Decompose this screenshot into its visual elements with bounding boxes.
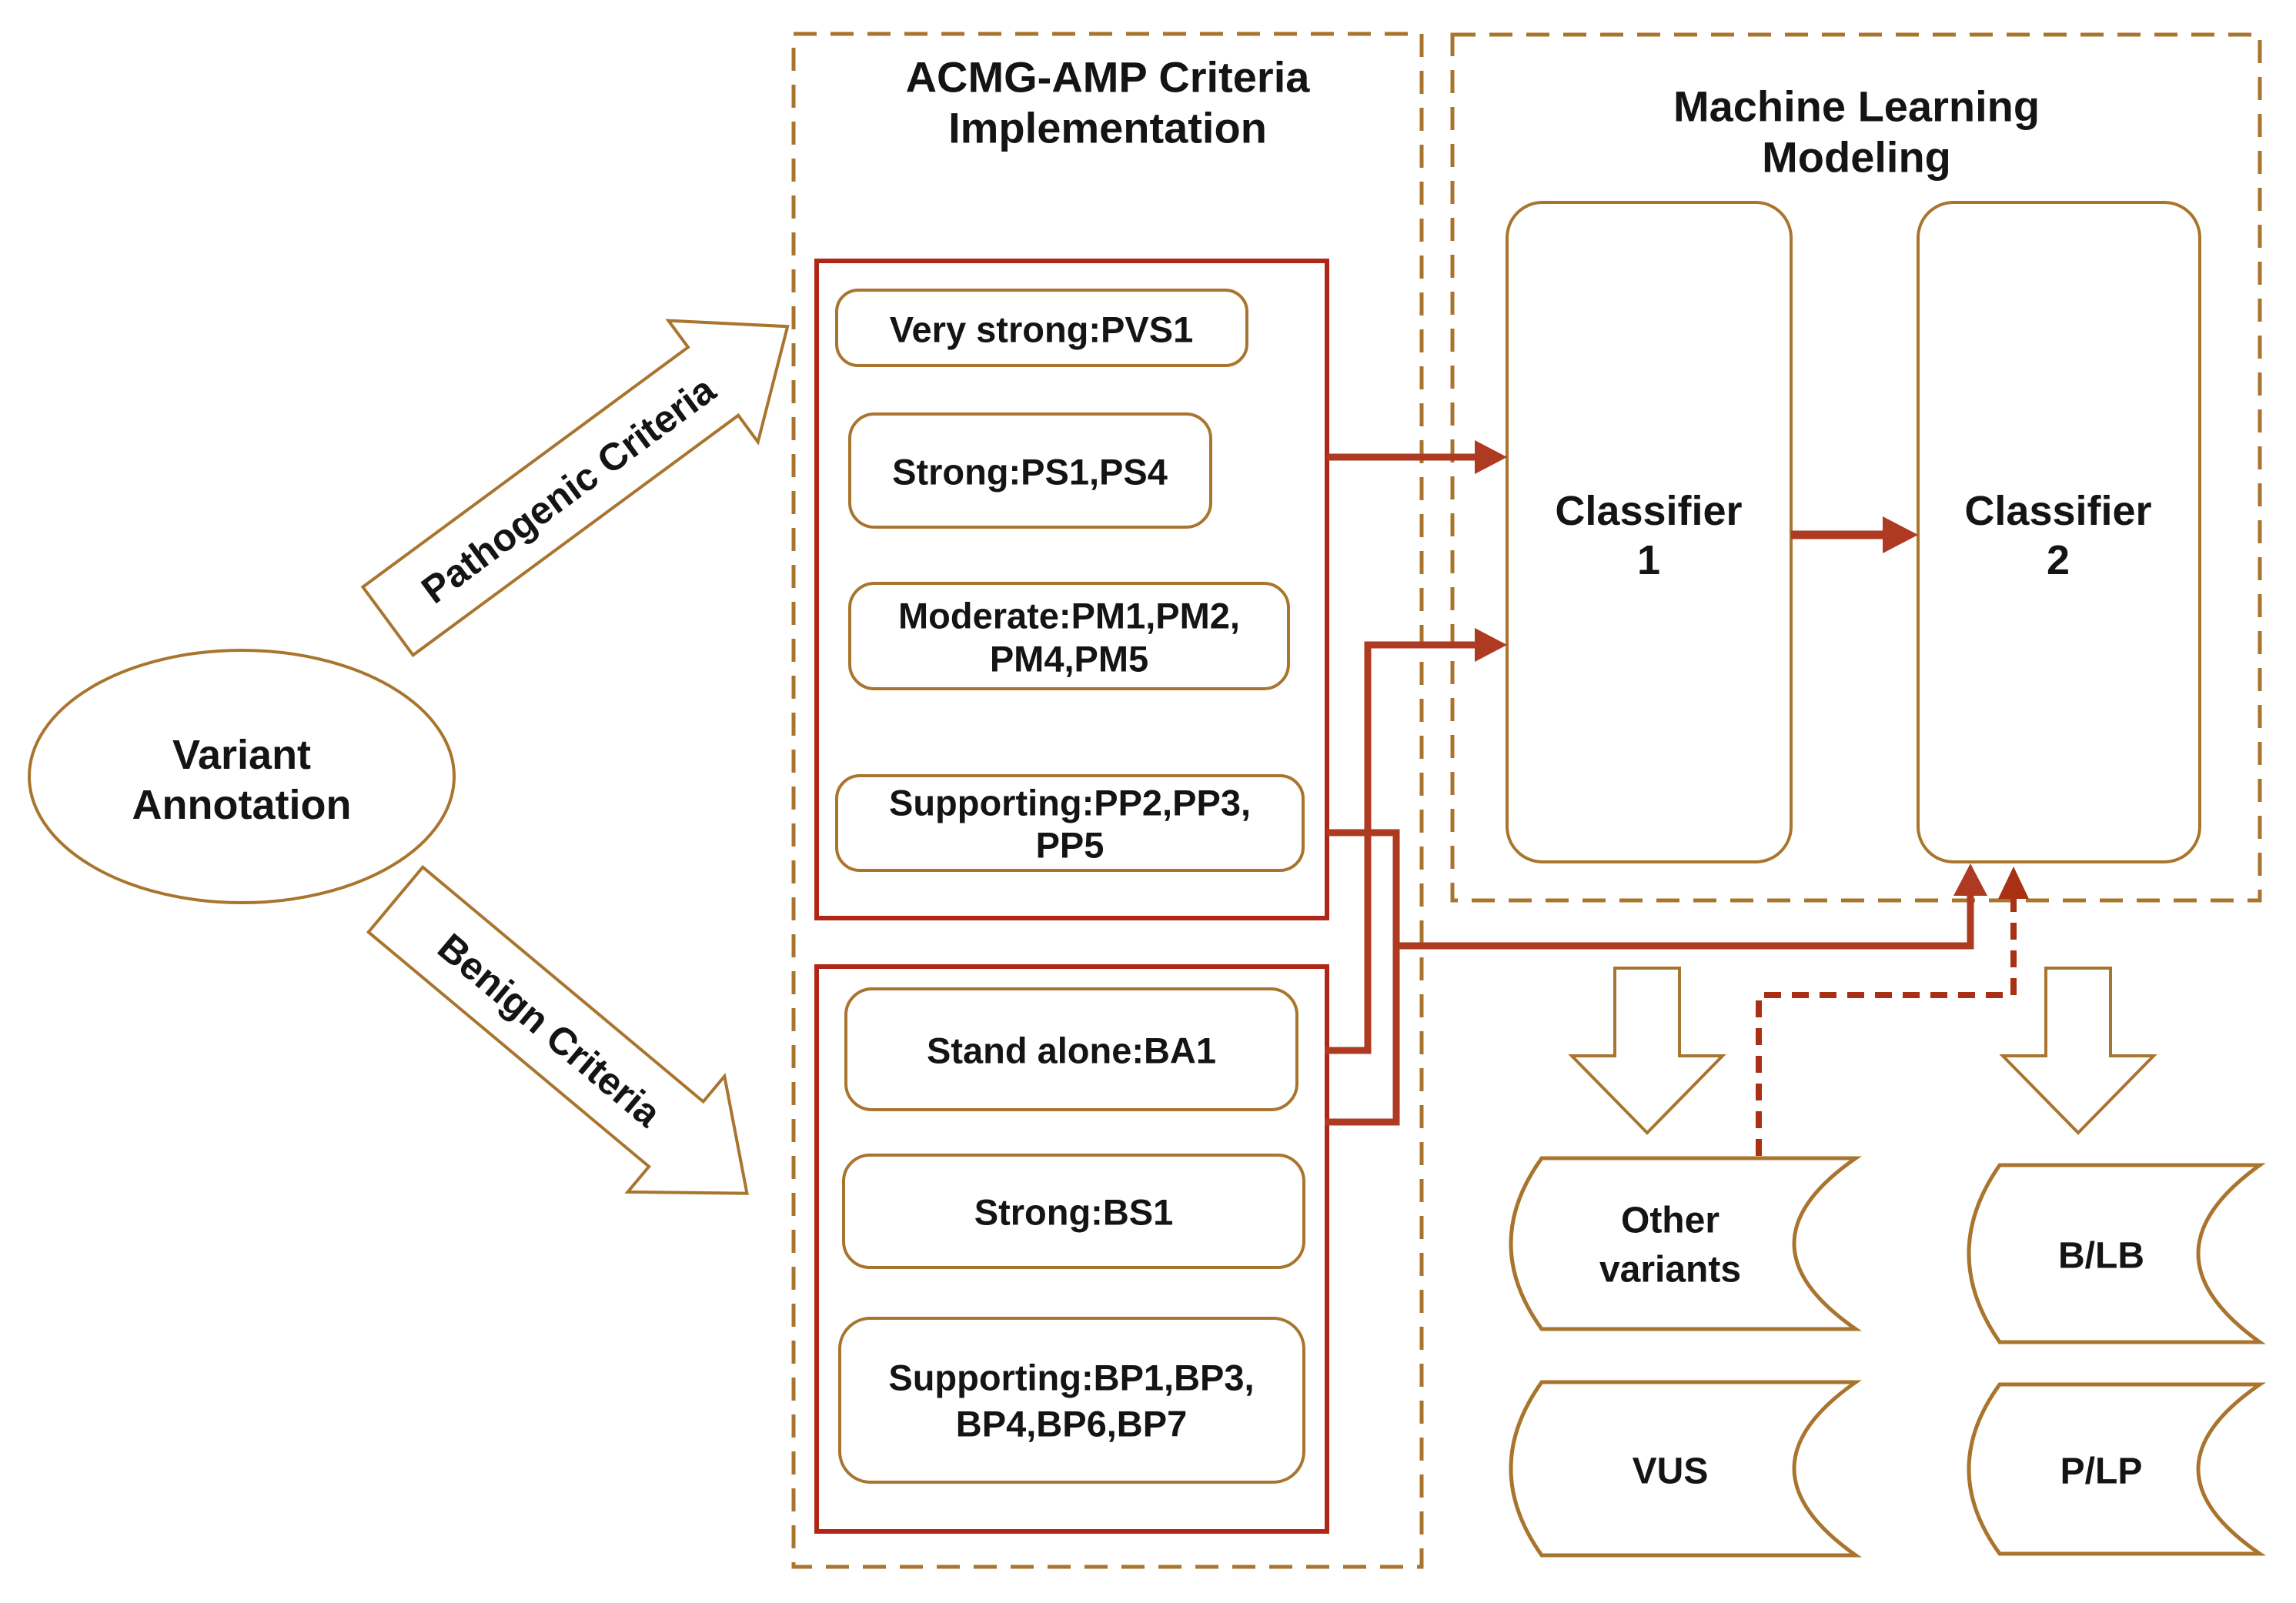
benign-criteria-arrow: Benign Criteria	[366, 864, 749, 1195]
output-other-variants-label-line1: Other	[1621, 1201, 1719, 1241]
criterion-supporting-bp-label-line2: BP4,BP6,BP7	[956, 1404, 1187, 1444]
output-plp	[1967, 1382, 2267, 1556]
criterion-moderate-label-line2: PM4,PM5	[990, 639, 1148, 680]
pathogenic-arrow-shape	[360, 319, 790, 658]
variant-annotation-label-line1: Variant	[172, 732, 311, 778]
arrowhead-classifier2-left	[1883, 516, 1918, 553]
output-blb	[1967, 1163, 2266, 1344]
criterion-supporting-pp	[835, 774, 1305, 872]
criterion-moderate	[848, 582, 1290, 690]
connector-riser-to-classifier2	[1396, 896, 1974, 950]
ml-title-line2: Modeling	[1762, 133, 1951, 182]
down-arrow-classifier2	[1999, 967, 2157, 1135]
pathogenic-criteria-label: Pathogenic Criteria	[413, 367, 724, 612]
criterion-very-strong-label: Very strong:PVS1	[890, 309, 1193, 350]
connector-othervariants-to-classifier2-dashed	[1756, 899, 2017, 1156]
criterion-moderate-label-line1: Moderate:PM1,PM2,	[898, 596, 1240, 636]
output-vus	[1509, 1380, 1862, 1558]
down-arrow-classifier1	[1568, 967, 1726, 1135]
arrowhead-classifier1-upper	[1475, 440, 1507, 474]
arrowhead-classifier2-bottom-solid	[1953, 863, 1987, 896]
criterion-supporting-bp	[838, 1317, 1305, 1484]
variant-annotation-label-line2: Annotation	[132, 782, 352, 828]
criterion-stand-alone	[844, 987, 1298, 1111]
criterion-very-strong	[835, 289, 1248, 367]
classifier-2-label-line2: 2	[2047, 537, 2070, 583]
criterion-supporting-bp-label-line1: Supporting:BP1,BP3,	[888, 1358, 1254, 1398]
benign-criteria-box	[814, 964, 1329, 1534]
criterion-strong-ps-label: Strong:PS1,PS4	[892, 452, 1168, 493]
output-other-variants-label-line2: variants	[1599, 1250, 1741, 1291]
output-plp-label: P/LP	[2060, 1451, 2143, 1492]
classifier-2-box	[1917, 201, 2201, 863]
criterion-supporting-pp-label-line1: Supporting:PP2,PP3,	[889, 783, 1251, 823]
output-vus-label: VUS	[1633, 1451, 1709, 1492]
criterion-stand-alone-label: Stand alone:BA1	[927, 1030, 1216, 1071]
acmg-title-line1: ACMG-AMP Criteria	[906, 53, 1311, 102]
criterion-strong-bs-label: Strong:BS1	[974, 1192, 1174, 1233]
benign-criteria-label: Benign Criteria	[429, 925, 670, 1136]
ml-modeling-panel	[1450, 32, 2262, 903]
connector-supporting-standalone-riser	[1325, 829, 1400, 1126]
classifier-2-label-line1: Classifier	[1964, 488, 2151, 534]
output-other-variants	[1509, 1156, 1862, 1331]
acmg-title-line2: Implementation	[948, 104, 1267, 152]
pathogenic-criteria-arrow: Pathogenic Criteria	[360, 319, 790, 658]
connector-benign-to-classifier1	[1325, 641, 1475, 1054]
ml-title-line1: Machine Learning	[1673, 82, 2040, 131]
arrowhead-classifier2-bottom-dashed	[1998, 867, 2029, 899]
criterion-strong-ps	[848, 412, 1212, 529]
benign-arrow-shape	[366, 864, 749, 1195]
criterion-supporting-pp-label-line2: PP5	[1036, 825, 1105, 866]
criterion-strong-bs	[842, 1154, 1305, 1269]
classifier-1-label-line1: Classifier	[1555, 488, 1742, 534]
pathogenic-criteria-box	[814, 259, 1329, 920]
acmg-criteria-panel	[791, 32, 1424, 1569]
arrowhead-classifier1-lower	[1475, 628, 1507, 662]
variant-annotation-ellipse	[28, 649, 456, 904]
classifier-1-label-line2: 1	[1637, 537, 1660, 583]
output-blb-label: B/LB	[2058, 1236, 2144, 1277]
